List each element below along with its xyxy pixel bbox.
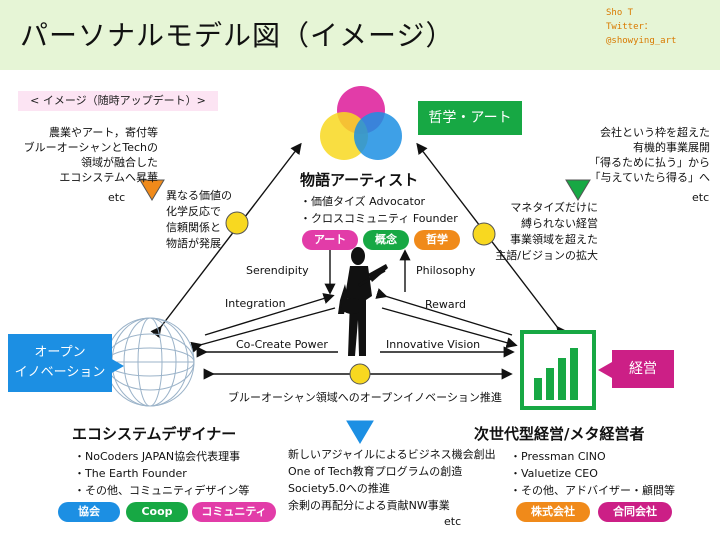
guitarist-silhouette-icon [338, 247, 388, 356]
eco-item: ・その他、コミュニティデザイン等 [74, 484, 250, 497]
author-name: Sho T [606, 8, 634, 18]
reward-arrow [375, 288, 513, 336]
callout-pointer [110, 358, 124, 374]
bar-chart-document-icon [520, 330, 596, 410]
artist-item: ・価値タイズ Advocator [300, 195, 426, 208]
center-item: One of Tech教育プログラムの創造 [288, 465, 463, 478]
concept-pill: 概念 [363, 230, 409, 250]
blue-triangle [346, 420, 374, 444]
artist-title: 物語アーティスト [300, 171, 419, 189]
innovative-arrow-upper [381, 307, 518, 349]
right-note-line: 会社という枠を超えた [600, 126, 710, 139]
right-note-line: 「与えていたら得る」へ [589, 171, 710, 184]
left-note-line: 農業やアート，寄付等 [48, 126, 158, 139]
center-item: Society5.0への推進 [288, 482, 390, 495]
left-note-line: ブルーオーシャンとTechの [23, 141, 158, 154]
left-side-arrow [150, 142, 302, 339]
author-twitter[interactable]: Twitter：@showying_art [606, 22, 677, 46]
artist-item: ・クロスコミュニティ Founder [300, 212, 458, 225]
open-innovation-label: ブルーオーシャン領域へのオープンイノベーション推進 [228, 391, 502, 404]
right-note: 会社という枠を超えた 有機的事業展開 「得るために払う」から 「与えていたら得る… [572, 125, 710, 185]
eco-list: ・NoCoders JAPAN協会代表理事 ・The Earth Founder… [74, 448, 249, 499]
philosophy-art-badge: 哲学・アート [418, 101, 522, 135]
cocreate-arrow-upper [190, 307, 336, 353]
author-info: Sho T Twitter：@showying_art [606, 6, 720, 48]
art-pill: アート [302, 230, 358, 250]
left-inner-note: 異なる価値の 化学反応で 信頼関係と 物語が発展 [166, 188, 232, 252]
philosophy-label: Philosophy [416, 264, 476, 277]
integration-arrow [204, 293, 335, 336]
page-title: パーソナルモデル図（イメージ） [20, 19, 455, 52]
philosophy-pill: 哲学 [414, 230, 460, 250]
corporation-pill: 株式会社 [516, 502, 590, 522]
right-inner-line: 事業領域を超えた [510, 233, 598, 246]
open-innovation-callout: オープン イノベーション [8, 334, 112, 392]
right-inner-line: 主語/ビジョンの拡大 [495, 249, 598, 262]
venn-diagram-icon [320, 86, 402, 160]
right-note-etc: etc [692, 191, 710, 204]
llc-pill: 合同会社 [598, 502, 672, 522]
right-note-line: 「得るために払う」から [589, 156, 710, 169]
management-callout: 経営 [612, 350, 674, 388]
artist-list: ・価値タイズ Advocator ・クロスコミュニティ Founder [300, 193, 458, 227]
center-list-etc: etc [444, 515, 462, 528]
callout-line: オープン [34, 345, 86, 360]
right-inner-note: マネタイズだけに 縛られない経営 事業領域を超えた 主語/ビジョンの拡大 [458, 200, 598, 264]
right-inner-line: 縛られない経営 [521, 217, 598, 230]
serendipity-label: Serendipity [246, 264, 309, 277]
title-bar [0, 0, 720, 70]
integration-label: Integration [225, 297, 286, 310]
mgmt-list: ・Pressman CINO ・Valuetize CEO ・その他、アドバイザ… [510, 448, 675, 499]
orange-triangle [139, 179, 165, 201]
mgmt-item: ・Valuetize CEO [510, 467, 598, 480]
eco-item: ・NoCoders JAPAN協会代表理事 [74, 450, 241, 463]
coop-pill: Coop [126, 502, 188, 522]
community-pill: コミュニティ [192, 502, 276, 522]
left-inner-line: 物語が発展 [166, 237, 221, 250]
update-tag: < イメージ（随時アップデート）> [18, 91, 218, 111]
right-inner-line: マネタイズだけに [510, 201, 598, 214]
reward-label: Reward [425, 298, 466, 311]
center-item: 余剰の再配分による貢献NW事業 [288, 499, 450, 512]
green-triangle [565, 179, 591, 201]
eco-item: ・The Earth Founder [74, 467, 187, 480]
callout-line: イノベーション [14, 365, 106, 380]
yellow-dot-bottom [349, 363, 371, 385]
association-pill: 協会 [58, 502, 120, 522]
left-inner-line: 異なる価値の [166, 189, 232, 202]
right-note-line: 有機的事業展開 [633, 141, 710, 154]
left-note: 農業やアート，寄付等 ブルーオーシャンとTechの 領域が融合した エコシステム… [20, 125, 158, 185]
center-list: 新しいアジャイルによるビジネス機会創出 One of Tech教育プログラムの創… [288, 446, 496, 514]
left-note-line: エコシステムへ昇華 [59, 171, 158, 184]
center-item: 新しいアジャイルによるビジネス機会創出 [288, 448, 496, 461]
cocreate-label: Co-Create Power [236, 338, 328, 351]
left-note-etc: etc [108, 191, 126, 204]
left-inner-line: 化学反応で [166, 205, 221, 218]
eco-title: エコシステムデザイナー [72, 425, 237, 443]
mgmt-callout-pointer [598, 362, 612, 378]
mgmt-item: ・その他、アドバイザー・顧問等 [510, 484, 675, 497]
mgmt-item: ・Pressman CINO [510, 450, 606, 463]
yellow-dot-right [472, 222, 496, 246]
left-inner-line: 信頼関係と [166, 221, 221, 234]
yellow-dot-left [225, 211, 249, 235]
innovative-label: Innovative Vision [386, 338, 481, 351]
mgmt-title: 次世代型経営/メタ経営者 [474, 425, 645, 443]
left-note-line: 領域が融合した [81, 156, 158, 169]
